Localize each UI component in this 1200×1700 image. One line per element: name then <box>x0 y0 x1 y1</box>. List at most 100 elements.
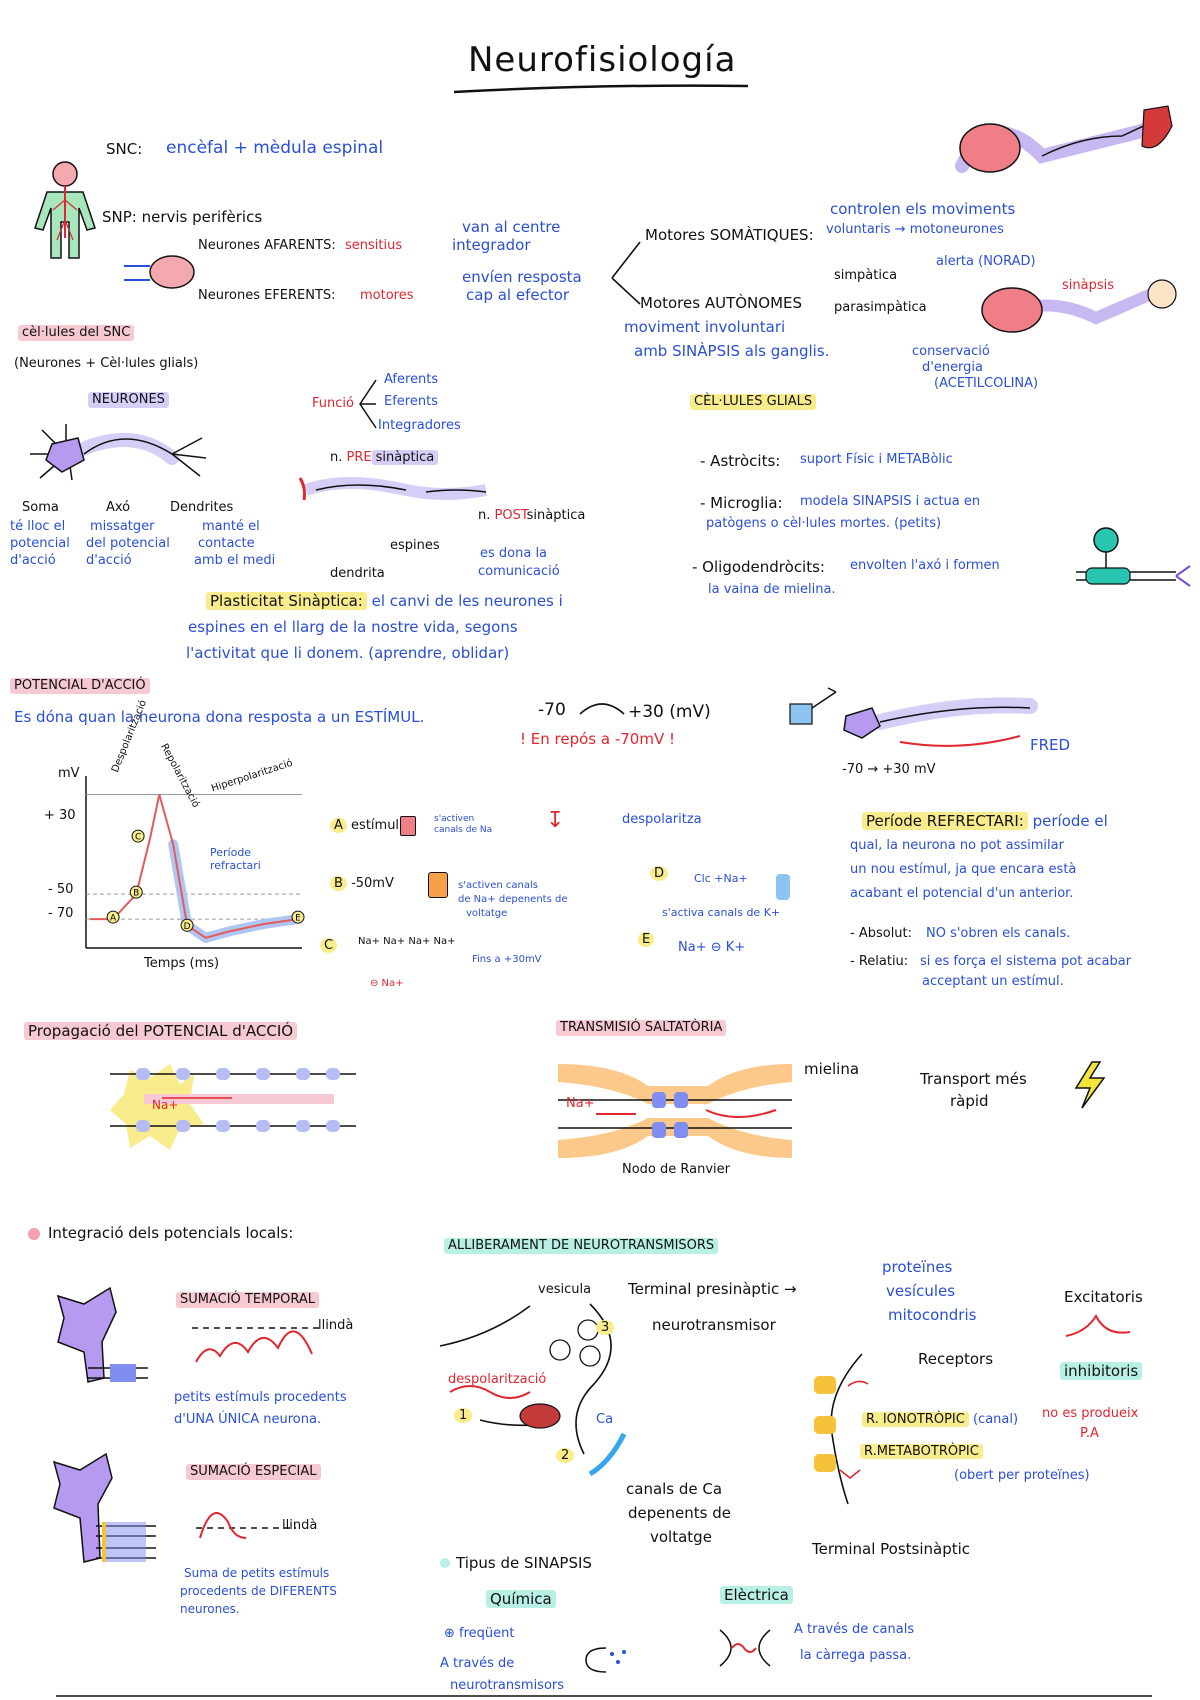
excitatory-wave <box>1065 1313 1131 1337</box>
refractory-line-2: qual, la neurona no pot assimilar <box>850 838 1064 853</box>
soma-label: Soma <box>22 500 59 515</box>
lightning-icon <box>1074 1061 1106 1109</box>
dendrite-desc-3: amb el medi <box>194 553 276 568</box>
ap-series-line <box>90 794 299 939</box>
ap-header: POTENCIAL D'ACCIÓ <box>10 678 150 694</box>
myelin-label: mielina <box>804 1060 860 1078</box>
step-c-note: Fins a +30mV <box>472 954 542 965</box>
spatial-sum-header: SUMACIÓ ESPECIAL <box>186 1464 321 1480</box>
marker-c: C <box>131 829 145 843</box>
step-b-note-3: voltatge <box>466 908 508 919</box>
dendrite-desc-2: contacte <box>198 536 255 551</box>
metabotropic-note: (obert per proteïnes) <box>954 1468 1090 1483</box>
relative-label: - Relatiu: <box>850 954 909 969</box>
depolarization-label: despolarització <box>448 1372 547 1387</box>
step-2-badge: 2 <box>556 1448 575 1464</box>
autonomic-note-2: amb SINÀPSIS als ganglis. <box>634 342 830 360</box>
temporal-desc-2: d'UNA ÚNICA neurona. <box>174 1412 322 1427</box>
relative-desc-1: si es força el sistema pot acabar <box>920 954 1132 969</box>
spines-label: espines <box>390 538 440 553</box>
saltatory-diagram <box>558 1064 792 1158</box>
spines-note-1: es dona la <box>480 546 548 561</box>
chart-x-label: Temps (ms) <box>144 956 220 971</box>
chemical-label: Química <box>486 1590 556 1608</box>
k-channel-icon <box>776 874 790 900</box>
glia-header: CÈL·LULES GLIALS <box>690 394 817 410</box>
function-integrative: Integradores <box>378 418 461 433</box>
spatial-desc-2: procedents de DIFERENTS <box>180 1584 337 1598</box>
refractory-title: Període REFRECTARI: període el <box>862 812 1108 830</box>
snc-label: SNC: <box>106 140 143 158</box>
ap-range-to: +30 (mV) <box>628 702 711 722</box>
efferent-kind: motores <box>360 288 414 303</box>
step-c: C <box>320 938 338 954</box>
title-underline <box>453 84 749 94</box>
vesicle-label: vesicula <box>538 1282 592 1297</box>
no-ap-2: P.A <box>1080 1426 1099 1441</box>
refractory-line-4: acabant el potencial d'un anterior. <box>850 886 1074 901</box>
neuron-drawing <box>30 424 207 481</box>
temporal-neuron-icon <box>56 1286 148 1383</box>
step-c-ions: Na+ Na+ Na+ Na+ <box>358 936 456 947</box>
dendrites-label: Dendrites <box>170 500 234 515</box>
fast-transport-1: Transport més <box>920 1070 1027 1088</box>
spatial-desc-3: neurones. <box>180 1602 240 1616</box>
proteins-label: proteïnes <box>882 1258 953 1276</box>
axon-desc-1: missatger <box>90 519 155 534</box>
microglia-desc-2: patògens o cèl·lules mortes. (petits) <box>706 516 942 531</box>
step-d-ions: Clc +Na+ <box>694 872 748 885</box>
sympathetic-label: simpàtica <box>834 268 898 283</box>
soma-desc-2: potencial <box>10 536 70 551</box>
step-depol-label: despolaritza <box>622 812 702 827</box>
no-ap-1: no es produeix <box>1042 1406 1139 1421</box>
snp-label: SNP: nervis perifèrics <box>102 208 263 226</box>
oligodendrocytes-desc-2: la vaina de mielina. <box>708 582 836 597</box>
svg-text:E: E <box>295 914 301 924</box>
fast-transport-2: ràpid <box>950 1092 989 1110</box>
afferent-note-2: integrador <box>452 236 531 254</box>
astrocytes-label: - Astròcits: <box>700 452 781 470</box>
chart-y-unit: mV <box>58 766 80 781</box>
mitochondria-label: mitocondris <box>888 1306 977 1324</box>
snc-definition: encèfal + mèdula espinal <box>166 138 384 158</box>
microglia-desc-1: modela SINAPSIS i actua en <box>800 494 981 509</box>
spines-note-2: comunicació <box>478 564 560 579</box>
temporal-desc-1: petits estímuls procedents <box>174 1390 347 1405</box>
marker-a: A <box>106 910 120 924</box>
presynaptic-terminal-drawing <box>439 1303 627 1477</box>
oligodendrocyte-icon <box>1076 527 1191 587</box>
function-brace <box>359 379 377 429</box>
plasticity-line-2: espines en el llarg de la nostre vida, s… <box>188 618 518 636</box>
function-afferent: Aferents <box>384 372 439 387</box>
oligodendrocytes-label: - Oligodendròcits: <box>692 558 825 576</box>
temporal-sum-header: SUMACIÓ TEMPORAL <box>176 1292 320 1308</box>
electrical-desc-1: A través de canals <box>794 1622 915 1637</box>
step-3-badge: 3 <box>596 1320 615 1336</box>
bottom-rule <box>56 1695 1152 1697</box>
autonomic-label: Motores AUTÒNOMES <box>640 294 803 312</box>
step-b-note-1: s'activen canals <box>458 880 538 891</box>
postsynaptic-label: n. POSTsinàptica <box>478 508 586 523</box>
electrical-label: Elèctrica <box>720 1586 793 1604</box>
soma-desc-1: té lloc el <box>10 519 66 534</box>
plasticity-title: Plasticitat Sinàptica: el canvi de les n… <box>206 592 563 610</box>
human-body-icon <box>34 161 96 259</box>
chart-y-70: - 70 <box>48 906 74 921</box>
conservation-1: conservació <box>912 344 990 359</box>
chemical-synapse-icon <box>585 1647 626 1673</box>
saltatory-header: TRANSMISIÓ SALTATÒRIA <box>556 1020 727 1036</box>
somatic-note-2: voluntaris → motoneurones <box>826 222 1004 237</box>
somatic-label: Motores SOMÀTIQUES: <box>645 226 814 244</box>
saltatory-na: Na+ <box>566 1096 595 1111</box>
brain-synapse-icon <box>981 279 1177 333</box>
spatial-desc-1: Suma de petits estímuls <box>184 1566 330 1580</box>
relative-desc-2: acceptant un estímul. <box>922 974 1064 989</box>
voltage-channel-icon <box>428 872 448 898</box>
chemical-desc-3: neurotransmisors <box>450 1678 565 1693</box>
na-channel-icon <box>400 816 416 836</box>
step-e-ions: Na+ ⊖ K+ <box>678 940 746 955</box>
neurotransmitter-label: neurotransmisor <box>652 1316 776 1334</box>
dendrite-label: dendrita <box>330 566 385 581</box>
